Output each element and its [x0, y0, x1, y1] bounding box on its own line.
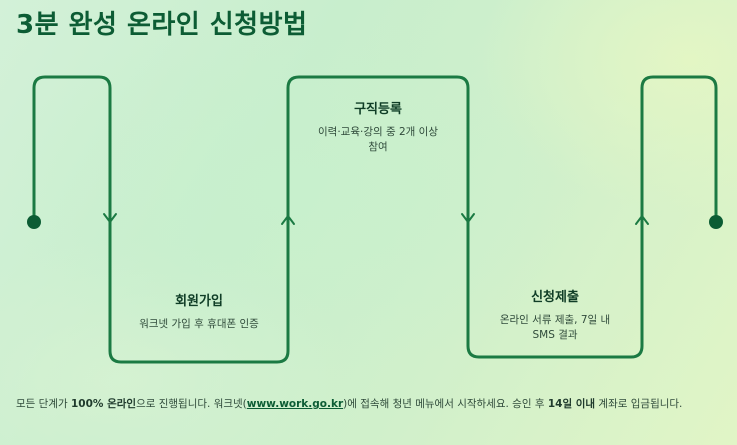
flow-start-dot	[27, 215, 41, 229]
worknet-link[interactable]: www.work.go.kr	[246, 398, 344, 410]
page-title: 3분 완성 온라인 신청방법	[16, 10, 308, 40]
arrow-up-icon	[635, 215, 649, 225]
footer-text: 모든 단계가	[16, 398, 71, 410]
footer-highlight-days: 14일 이내	[547, 398, 596, 410]
step-description: 워크넷 가입 후 휴대폰 인증	[139, 318, 259, 330]
step-job-registration: 구직등록 이력·교육·강의 중 2개 이상 참여	[313, 98, 443, 155]
footer-note: 모든 단계가 100% 온라인으로 진행됩니다. 워크넷(www.work.go…	[16, 394, 728, 414]
footer-text: 계좌로 입금됩니다.	[595, 398, 683, 410]
step-description: 온라인 서류 제출, 7일 내 SMS 결과	[499, 314, 611, 341]
step-description: 이력·교육·강의 중 2개 이상 참여	[318, 126, 438, 153]
flow-end-dot	[709, 215, 723, 229]
step-submit: 신청제출 온라인 서류 제출, 7일 내 SMS 결과	[488, 286, 622, 343]
footer-text: 으로 진행됩니다. 워크넷(	[136, 398, 247, 410]
arrow-down-icon	[103, 213, 117, 223]
arrow-up-icon	[281, 215, 295, 225]
footer-text: )에 접속해 청년 메뉴에서 시작하세요. 승인 후	[343, 398, 548, 410]
step-title: 구직등록	[354, 102, 402, 117]
arrow-down-icon	[461, 213, 475, 223]
step-title: 신청제출	[531, 290, 579, 305]
step-title: 회원가입	[175, 294, 223, 309]
flow-line	[32, 75, 718, 364]
footer-highlight-online: 100% 온라인	[70, 398, 137, 410]
step-signup: 회원가입 워크넷 가입 후 휴대폰 인증	[134, 290, 264, 332]
